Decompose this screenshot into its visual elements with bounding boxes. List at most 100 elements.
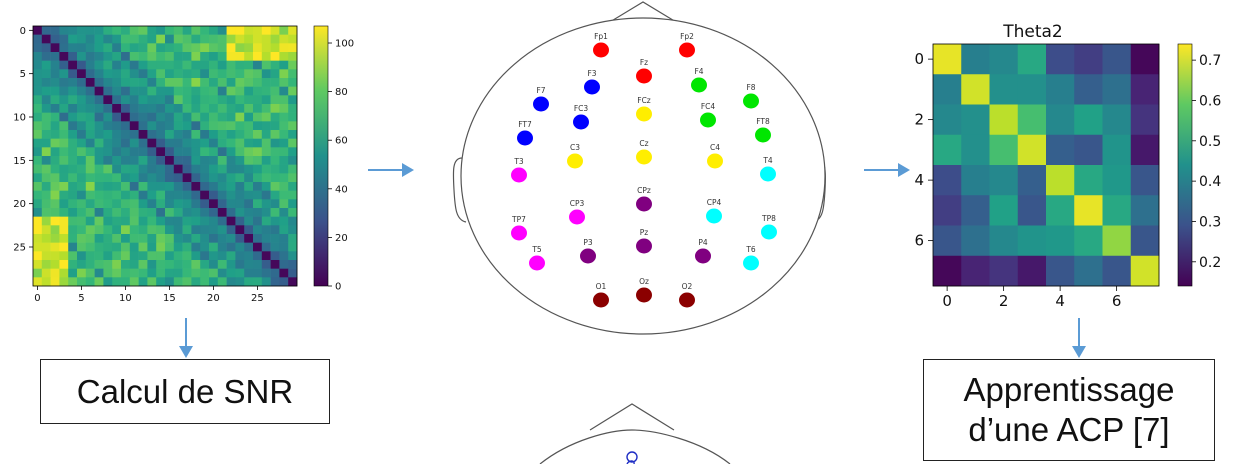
- snr-cell: [129, 60, 139, 70]
- theta2-colorbar-tick-label: 0.3: [1199, 214, 1221, 230]
- snr-cell: [156, 34, 166, 44]
- snr-cell: [129, 242, 139, 252]
- snr-cell: [50, 260, 60, 269]
- snr-cell: [173, 225, 183, 235]
- snr-cell: [200, 34, 210, 44]
- snr-cell: [147, 147, 157, 157]
- electrode-fc3: FC3: [573, 104, 589, 130]
- snr-cell: [85, 216, 95, 226]
- snr-cell: [253, 260, 263, 269]
- snr-cell: [279, 147, 289, 157]
- snr-cell: [209, 234, 219, 243]
- theta2-cell: [1046, 165, 1075, 196]
- snr-cell: [270, 34, 280, 44]
- theta2-cell: [1130, 134, 1160, 166]
- snr-cell: [288, 52, 298, 61]
- electrode-label: FC4: [701, 102, 716, 111]
- electrode-cp4: CP4: [706, 198, 722, 224]
- snr-cell: [244, 95, 254, 105]
- snr-cell: [59, 182, 69, 191]
- pca-learning-box: Apprentissage d’une ACP [7]: [923, 359, 1215, 461]
- theta2-cell: [933, 134, 962, 166]
- snr-cell: [173, 34, 183, 44]
- electrode-label: P4: [698, 238, 708, 247]
- snr-cell: [165, 208, 175, 217]
- snr-cell: [165, 156, 175, 165]
- snr-cell: [209, 104, 219, 113]
- snr-cell: [77, 190, 87, 200]
- snr-cell: [129, 121, 139, 131]
- snr-cell: [77, 86, 87, 96]
- snr-cell: [103, 225, 113, 235]
- snr-cell: [173, 69, 183, 79]
- snr-cell: [217, 156, 227, 165]
- snr-cell: [138, 69, 148, 79]
- snr-cell: [165, 242, 175, 252]
- snr-cell: [244, 130, 254, 139]
- snr-cell: [165, 182, 175, 191]
- snr-cell: [173, 208, 183, 217]
- snr-cell: [226, 60, 236, 70]
- snr-cell: [191, 199, 201, 209]
- snr-cell: [147, 268, 157, 278]
- snr-cell: [182, 216, 192, 226]
- snr-cell: [288, 242, 298, 252]
- electrode-fcz: FCz: [636, 96, 652, 122]
- snr-cell: [147, 225, 157, 235]
- theta2-cell: [1130, 44, 1160, 75]
- snr-cell: [288, 104, 298, 113]
- snr-cell: [103, 173, 113, 183]
- snr-cell: [270, 164, 280, 174]
- snr-cell: [138, 234, 148, 243]
- theta2-cell: [933, 255, 962, 287]
- electrode-f7: F7: [533, 86, 549, 112]
- snr-cell: [173, 52, 183, 61]
- snr-cell: [253, 268, 263, 278]
- electrode-label: Fp1: [594, 32, 608, 41]
- snr-cell: [253, 147, 263, 157]
- snr-cell: [191, 208, 201, 217]
- snr-cell: [173, 182, 183, 191]
- snr-cell: [226, 190, 236, 200]
- snr-cell: [173, 104, 183, 113]
- snr-cell: [270, 43, 280, 53]
- snr-cell: [182, 130, 192, 139]
- snr-cell: [94, 60, 104, 70]
- snr-cell: [279, 242, 289, 252]
- electrode-label: P3: [583, 238, 593, 247]
- snr-cell: [235, 138, 245, 148]
- snr-cell: [261, 78, 271, 87]
- snr-cell: [33, 251, 43, 261]
- snr-cell: [200, 277, 210, 287]
- snr-cell: [217, 147, 227, 157]
- snr-cell: [59, 251, 69, 261]
- snr-cell: [121, 173, 131, 183]
- snr-cell: [94, 69, 104, 79]
- snr-cell: [226, 208, 236, 217]
- snr-cell: [288, 156, 298, 165]
- snr-cell: [261, 138, 271, 148]
- snr-cell: [50, 156, 60, 165]
- snr-cell: [209, 182, 219, 191]
- snr-cell: [209, 216, 219, 226]
- snr-cell: [226, 277, 236, 287]
- snr-cell: [253, 78, 263, 87]
- snr-cell: [138, 60, 148, 70]
- snr-cell: [173, 216, 183, 226]
- snr-cell: [138, 95, 148, 105]
- snr-cell: [77, 268, 87, 278]
- snr-cell: [121, 130, 131, 139]
- snr-cell: [235, 199, 245, 209]
- snr-y-tick-label: 25: [13, 243, 26, 254]
- electrode-dot: [584, 79, 600, 95]
- snr-cell: [235, 121, 245, 131]
- snr-cell: [147, 242, 157, 252]
- electrode-label: Cz: [639, 139, 648, 148]
- snr-cell: [235, 260, 245, 269]
- snr-cell: [85, 251, 95, 261]
- snr-colorbar-tick-label: 40: [335, 184, 348, 195]
- snr-cell: [103, 112, 113, 122]
- snr-cell: [209, 242, 219, 252]
- theta2-cell: [933, 104, 962, 136]
